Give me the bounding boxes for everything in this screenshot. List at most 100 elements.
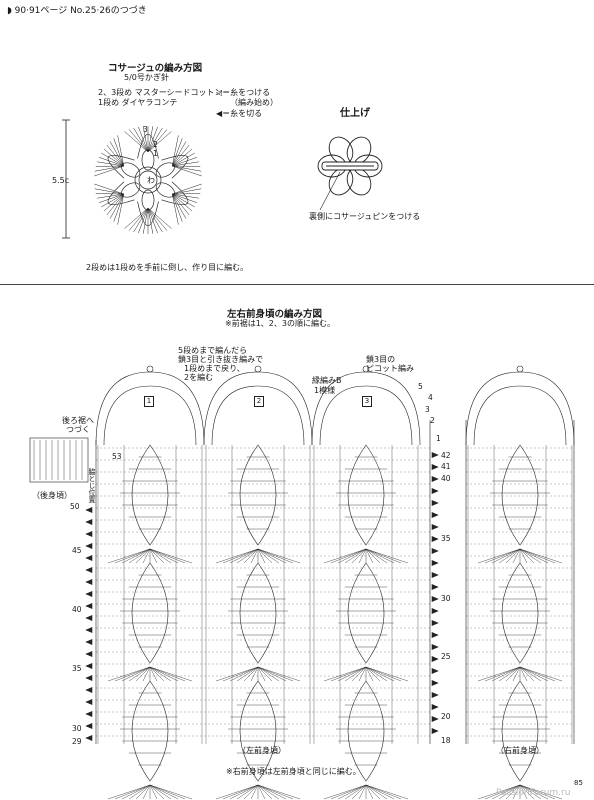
row-right-20: 20: [441, 712, 451, 721]
pineapple-motif: [239, 680, 277, 782]
row-arrow-left: [85, 543, 93, 549]
fan-stitch: [149, 548, 186, 564]
fan-stitch: [128, 548, 151, 564]
petal-stitch: [138, 207, 149, 234]
petal-stitch: [172, 135, 179, 167]
fan-stitch: [365, 784, 374, 800]
petal-stitch: [172, 165, 202, 172]
fan-stitch: [229, 548, 259, 564]
row-arrow-right: [431, 536, 439, 542]
petal-stitch: [172, 193, 198, 203]
fan-stitch: [149, 784, 172, 800]
fan-stitch: [222, 666, 259, 682]
fan-stitch: [250, 666, 259, 682]
note-row5-1: 5段めまで編んだら: [178, 346, 248, 355]
note-row5-4: 2を編む: [184, 373, 214, 382]
fan-stitch: [229, 666, 259, 682]
bottom-note: ※右前身頃は左前身頃と同じに編む。: [226, 767, 361, 776]
row-right-4: 4: [428, 393, 433, 402]
row-arrow-right: [431, 596, 439, 602]
row-left-53: 53: [112, 452, 122, 461]
finish-title: 仕上げ: [340, 108, 370, 119]
fan-stitch: [149, 784, 186, 800]
inner-petal: [141, 189, 155, 211]
petal-stitch: [97, 193, 124, 199]
round-3-label: 3: [143, 125, 148, 134]
finished-petal: [353, 154, 383, 178]
page-reference-text: 90·91ページ No.25·26のつづき: [14, 6, 147, 16]
fan-stitch: [149, 666, 186, 682]
fan-stitch: [519, 666, 549, 682]
row-arrow-left: [85, 675, 93, 681]
fan-stitch: [121, 666, 151, 682]
fan-stitch: [365, 666, 402, 682]
pineapple-motif: [131, 680, 169, 782]
fan-stitch: [149, 666, 158, 682]
row-right-35: 35: [441, 534, 451, 543]
note-row5-3: 1段めまで戻り、: [184, 364, 245, 373]
pineapple-motif: [131, 562, 169, 664]
petal-stitch: [117, 135, 124, 167]
fan-stitch: [114, 784, 151, 800]
triangle-bullet-icon: ◗: [7, 6, 12, 16]
row-right-30: 30: [441, 594, 451, 603]
fan-stitch: [365, 548, 388, 564]
petal-stitch: [113, 138, 124, 167]
fan-stitch: [142, 784, 151, 800]
row-left-40: 40: [72, 605, 82, 614]
corsage-hook: 5/0号かぎ針: [124, 73, 169, 82]
fan-stitch: [135, 548, 151, 564]
row-arrow-left: [85, 567, 93, 573]
fan-stitch: [257, 666, 280, 682]
fan-stitch: [250, 548, 259, 564]
petal-stitch: [109, 193, 124, 219]
petal-stitch: [147, 207, 168, 231]
petal-stitch: [133, 207, 149, 233]
fan-stitch: [365, 784, 381, 800]
row-arrow-right: [431, 548, 439, 554]
fan-stitch: [519, 548, 535, 564]
fan-stitch: [149, 548, 179, 564]
fan-stitch: [257, 784, 280, 800]
fan-stitch: [243, 548, 259, 564]
corsage-note: 2段めは1段めを手前に倒し、作り目に編む。: [86, 263, 249, 272]
row-arrow-right: [431, 512, 439, 518]
scallop-arch-inner: [103, 385, 197, 446]
row-arrow-left: [85, 723, 93, 729]
picot: [516, 365, 524, 373]
right-front-label: （右前身頃）: [496, 746, 544, 755]
note-back-1: 後ろ裾へ: [62, 416, 94, 425]
fan-stitch: [519, 548, 563, 564]
row-arrow-left: [85, 531, 93, 537]
petal-stitch: [94, 188, 124, 195]
petal-stitch: [172, 152, 195, 167]
fan-stitch: [505, 548, 521, 564]
fan-stitch: [491, 548, 521, 564]
fan-stitch: [351, 784, 367, 800]
pineapple-motif: [501, 444, 539, 546]
row-arrow-right: [431, 704, 439, 710]
petal-stitch: [101, 152, 124, 167]
front-subtitle: ※前裾は1、2、3の順に編む。: [225, 319, 335, 328]
fan-stitch: [358, 784, 367, 800]
petal-stitch: [147, 131, 172, 153]
fan-stitch: [114, 548, 151, 564]
row-arrow-right: [431, 476, 439, 482]
fan-stitch: [142, 666, 151, 682]
pineapple-motif: [347, 444, 385, 546]
petal-stitch: [172, 193, 190, 216]
fan-stitch: [257, 548, 280, 564]
fan-stitch: [121, 548, 151, 564]
row-left-50: 50: [70, 502, 80, 511]
fan-stitch: [222, 548, 259, 564]
fan-stitch: [135, 666, 151, 682]
fan-stitch: [519, 548, 549, 564]
petal-stitch: [124, 207, 149, 229]
fan-stitch: [365, 666, 388, 682]
fan-stitch: [512, 548, 521, 564]
fan-stitch: [365, 666, 374, 682]
page-number: 85: [574, 779, 583, 787]
petal-stitch: [124, 131, 149, 153]
